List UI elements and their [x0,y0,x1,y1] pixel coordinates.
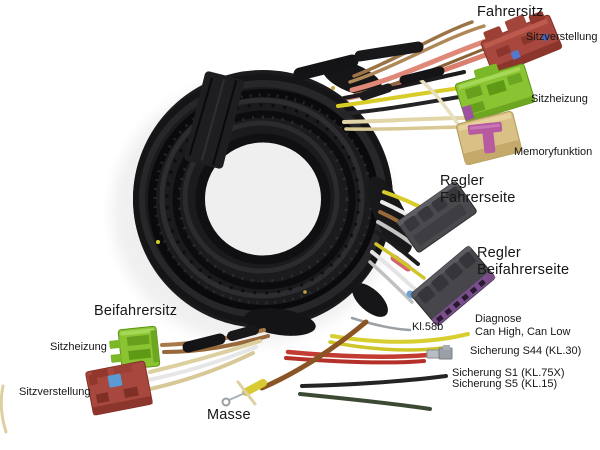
latch-blue [107,373,123,388]
label-sicherung-s1: Sicherung S1 (KL.75X) [452,367,565,379]
label-diagnose: Diagnose [475,313,522,325]
label-regler-fahrerseite-line2: Fahrerseite [440,189,516,206]
label-sicherung-s5: Sicherung S5 (KL.15) [452,378,558,390]
label-sitzheizung-fahrer: Sitzheizung [531,93,588,105]
label-fahrersitz: Fahrersitz [477,4,544,20]
connector-memoryfunktion [456,110,522,166]
label-regler-fahrerseite: Regler Fahrerseite [440,173,516,206]
wires-beifahrersitz [0,325,270,434]
fuse-terminal-s44 [426,345,453,360]
label-sitzverstellung-fahrer: Sitzverstellung [526,31,598,43]
label-sitzheizung-beifahrer: Sitzheizung [50,341,107,353]
connector-sitzverstellung-beifahrer [85,360,153,416]
velcro-strap [184,71,244,169]
label-regler-beifahrerseite-line2: Beifahrerseite [477,261,570,278]
label-regler-beifahrerseite-line1: Regler [477,245,521,261]
label-regler-beifahrerseite: Regler Beifahrerseite [477,245,569,278]
label-beifahrersitz: Beifahrersitz [94,303,178,319]
connector-regler-fahrerseite [396,180,477,253]
memory-lever [467,121,503,154]
label-masse: Masse [207,407,251,423]
latch-blue [510,49,521,60]
wires-fahrersitz [293,20,497,131]
label-sicherung-s44: Sicherung S44 (KL.30) [470,345,582,357]
label-regler-fahrerseite-line1: Regler [440,173,484,189]
label-can: Can High, Can Low [475,326,571,338]
connector-sitzheizung-fahrer [454,63,536,123]
label-kl58b: Kl.58b [412,321,444,333]
wire-masse [221,319,369,407]
label-memoryfunktion: Memoryfunktion [514,146,593,158]
connector-sitzverstellung-fahrer [480,11,563,76]
label-sitzverstellung-beifahrer: Sitzverstellung [19,386,91,398]
connector-regler-beifahrerseite [410,245,496,327]
